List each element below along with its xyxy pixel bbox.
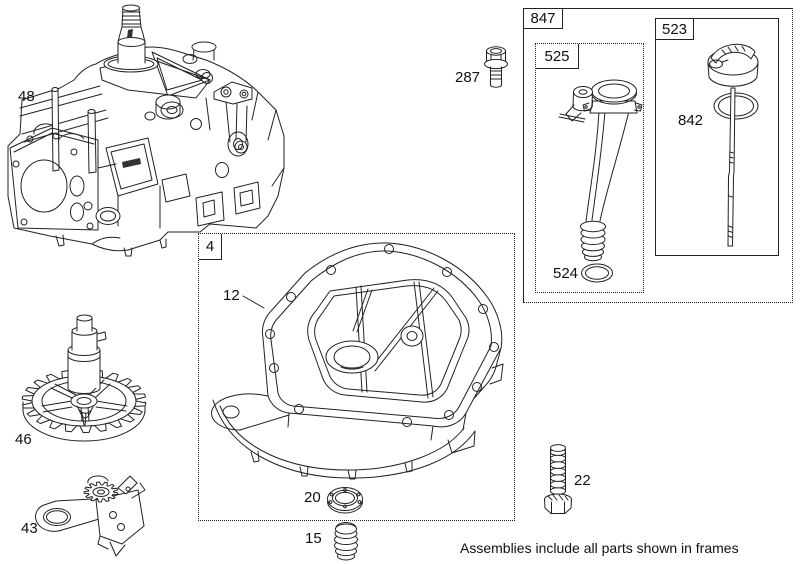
assembly-frame-525: 525: [535, 43, 644, 293]
part-label-48: 48: [18, 88, 35, 105]
assembly-frame-4: 4: [198, 233, 515, 521]
cam-gear-drawing: [21, 314, 147, 442]
frame-525-label: 525: [536, 44, 579, 69]
part-label-22: 22: [574, 472, 591, 489]
bolt-287-drawing: [484, 46, 508, 88]
oring-524-drawing: [581, 263, 613, 283]
oil-fill-tube-drawing: [558, 79, 643, 262]
part-label-842: 842: [678, 112, 704, 129]
frame-523-label: 523: [656, 19, 694, 40]
label-12-leader-line: [242, 295, 265, 309]
part-label-15: 15: [305, 530, 322, 547]
oil-sump-drawing: [211, 242, 504, 480]
bolt-22-drawing: [544, 444, 572, 514]
part-label-12: 12: [223, 287, 240, 304]
assembly-frame-847: 847: [523, 8, 793, 303]
seal-20-drawing: [327, 487, 363, 514]
part-label-46: 46: [15, 431, 32, 448]
dipstick-drawing: [707, 43, 759, 247]
frame-4-label: 4: [199, 234, 222, 260]
footer-note: Assemblies include all parts shown in fr…: [460, 540, 739, 556]
part-label-20: 20: [304, 489, 321, 506]
part-label-43: 43: [21, 520, 38, 537]
oring-842-drawing: [713, 92, 759, 120]
part-label-524: 524: [553, 265, 579, 282]
plug-15-drawing: [334, 521, 358, 561]
frame-847-label: 847: [524, 9, 563, 29]
part-label-287: 287: [455, 69, 481, 86]
assembly-frame-523: 523: [655, 18, 779, 256]
cylinder-block-drawing: [7, 4, 285, 257]
oil-pump-drawing: [35, 475, 146, 557]
